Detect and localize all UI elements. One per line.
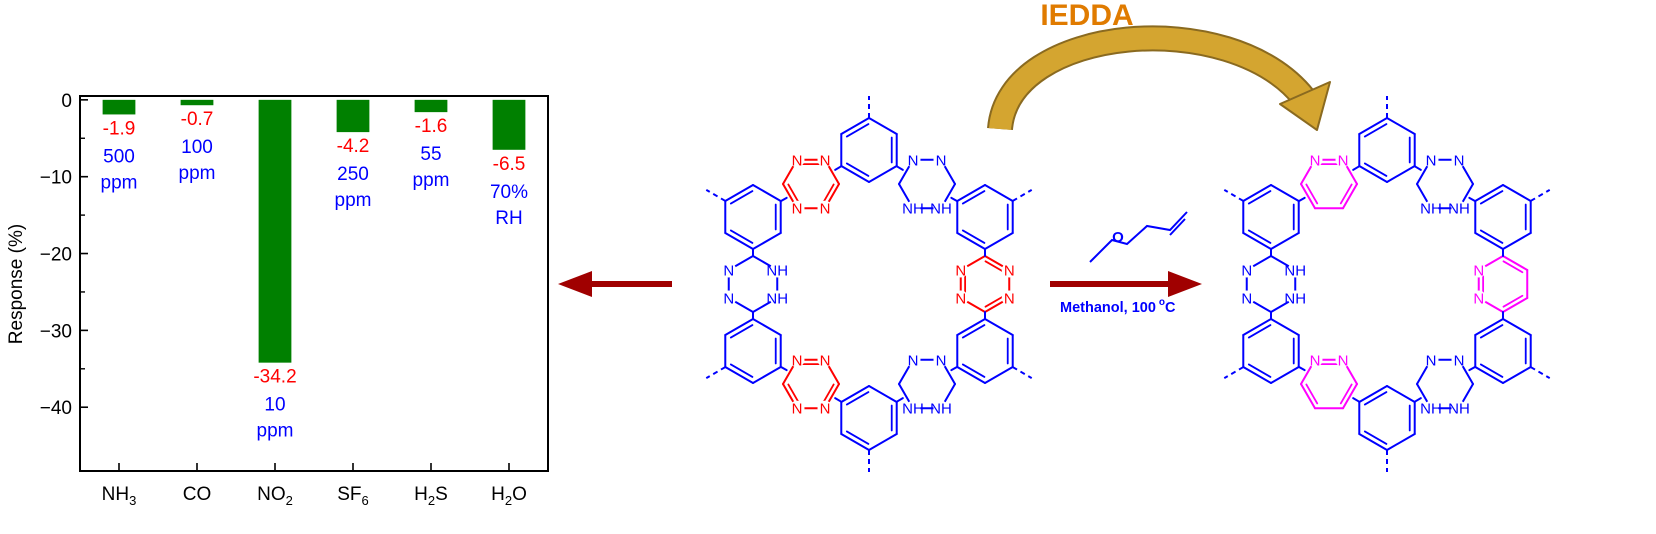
bar-h2o [492, 99, 526, 150]
reagent-oxygen-label: O [1112, 229, 1124, 246]
condition-label: 100 [181, 137, 213, 158]
atom-label: NH [1284, 291, 1306, 308]
plot-frame [79, 95, 549, 472]
atom-label: N [1338, 152, 1349, 169]
atom-label: NH [902, 201, 924, 218]
x-axis: NH3 CO NO2 SF6 H2S H2O [102, 463, 527, 508]
atom-label: N [820, 352, 831, 369]
atom-label: N [1473, 291, 1484, 308]
right-arrow-icon [1168, 271, 1202, 297]
x-tick-label: SF6 [337, 484, 369, 508]
atom-label: NH [930, 401, 952, 418]
response-bar-chart: -1.9 500 ppm -0.7 100 ppm -34.2 10 ppm -4.2 250 ppm… [6, 91, 549, 508]
x-tick-label: NO2 [257, 484, 293, 508]
atom-label: N [1310, 152, 1321, 169]
condition-label: RH [495, 208, 522, 229]
atom-label: NH [1420, 401, 1442, 418]
bar-co [180, 99, 214, 106]
bar-h2s [414, 99, 448, 113]
bar-no2 [258, 99, 292, 363]
atom-label: NH [1448, 201, 1470, 218]
x-tick-label: NH3 [102, 484, 137, 508]
value-label: -0.7 [181, 109, 214, 130]
bar-sf6 [336, 99, 370, 133]
x-tick-label: CO [183, 484, 212, 505]
atom-label: N [1241, 263, 1252, 280]
conditions-text: Methanol, 100 [1060, 300, 1156, 316]
condition-label: 10 [264, 395, 285, 416]
value-label: -4.2 [337, 136, 370, 157]
atom-label: NH [1284, 263, 1306, 280]
value-label: -1.9 [103, 118, 136, 139]
atom-label: N [1241, 291, 1252, 308]
ethyl-vinyl-ether-icon [1089, 211, 1188, 263]
atom-label: N [820, 152, 831, 169]
left-arrow-icon [558, 271, 592, 297]
atom-label: N [820, 201, 831, 218]
condition-label: 250 [337, 164, 369, 185]
atom-label: N [908, 152, 919, 169]
atom-label: N [908, 352, 919, 369]
atom-label: N [820, 401, 831, 418]
iedda-arrowhead-icon [1279, 81, 1331, 131]
value-label: -34.2 [253, 367, 296, 388]
condition-label: 500 [103, 146, 135, 167]
y-axis-label: Response (%) [6, 224, 27, 344]
atom-label: N [1004, 263, 1015, 280]
atom-label: NH [766, 291, 788, 308]
atom-label: N [1454, 352, 1465, 369]
atom-label: N [723, 291, 734, 308]
atom-label: N [955, 263, 966, 280]
y-tick-label: −20 [40, 245, 72, 266]
reaction-title: IEDDA [1040, 0, 1133, 32]
condition-label: 55 [420, 144, 441, 165]
atom-label: N [1004, 291, 1015, 308]
condition-label: 70% [490, 182, 528, 203]
value-label: -6.5 [493, 154, 526, 175]
atom-label: N [1310, 352, 1321, 369]
atom-label: N [936, 152, 947, 169]
atom-label: N [723, 263, 734, 280]
x-tick-label: H2O [491, 484, 527, 508]
atom-label: NH [930, 201, 952, 218]
atom-label: N [792, 401, 803, 418]
atom-label: NH [902, 401, 924, 418]
y-tick-label: 0 [61, 91, 72, 112]
atom-label: N [792, 152, 803, 169]
y-axis: 0 −10 −20 −30 −40 [40, 91, 88, 419]
condition-label: ppm [179, 163, 216, 184]
bar-nh3 [102, 99, 136, 115]
atom-label: N [792, 201, 803, 218]
atom-label: N [792, 352, 803, 369]
condition-label: ppm [335, 190, 372, 211]
condition-label: ppm [257, 421, 294, 442]
bars: -1.9 500 ppm -0.7 100 ppm -34.2 10 ppm -4.2 250 ppm… [101, 99, 528, 442]
value-label: -1.6 [415, 116, 448, 137]
atom-label: N [1426, 352, 1437, 369]
atom-label: N [1473, 263, 1484, 280]
atom-label: N [1338, 352, 1349, 369]
atom-label: N [936, 352, 947, 369]
condition-label: ppm [101, 172, 138, 193]
condition-label: ppm [413, 170, 450, 191]
atom-label: NH [1420, 201, 1442, 218]
atom-label: N [1454, 152, 1465, 169]
atom-label: NH [1448, 401, 1470, 418]
conditions-unit: C [1165, 300, 1176, 316]
atom-label: N [955, 291, 966, 308]
atom-label: NH [766, 263, 788, 280]
y-tick-label: −30 [40, 321, 72, 342]
atom-label: N [1426, 152, 1437, 169]
x-tick-label: H2S [414, 484, 448, 508]
y-tick-label: −40 [40, 398, 72, 419]
y-tick-label: −10 [40, 168, 72, 189]
conditions-degree: o [1159, 297, 1165, 308]
